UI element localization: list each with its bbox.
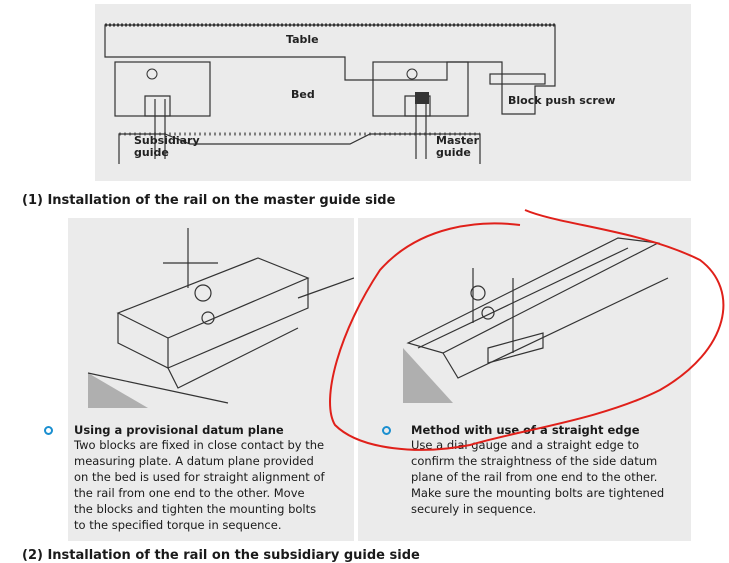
label-subsidiary-guide: Subsidiary guide <box>134 134 200 159</box>
method-body: Use a dial gauge and a straight edge to … <box>411 438 665 516</box>
label-table: Table <box>286 33 319 46</box>
method-title: Method with use of a straight edge <box>411 423 640 437</box>
section1-heading: (1) Installation of the rail on the mast… <box>22 193 396 208</box>
bullet-icon <box>382 426 391 435</box>
datum-plane-illustration <box>87 228 354 408</box>
method-title: Using a provisional datum plane <box>74 423 284 437</box>
straight-edge-illustration <box>403 237 669 403</box>
label-block-push-screw: Block push screw <box>508 94 616 107</box>
method-panel-right: Method with use of a straight edge Use a… <box>358 218 691 541</box>
label-master-guide: Master guide <box>436 134 480 159</box>
label-bed: Bed <box>291 88 315 101</box>
method-body: Two blocks are fixed in close contact by… <box>74 438 325 532</box>
method-panel-left: Using a provisional datum plane Two bloc… <box>44 218 354 541</box>
section2-heading: (2) Installation of the rail on the subs… <box>22 548 420 563</box>
rail-installation-diagram <box>104 23 556 164</box>
bullet-icon <box>44 426 53 435</box>
top-figure: Table Bed Block push screw Subsidiary gu… <box>95 4 691 181</box>
